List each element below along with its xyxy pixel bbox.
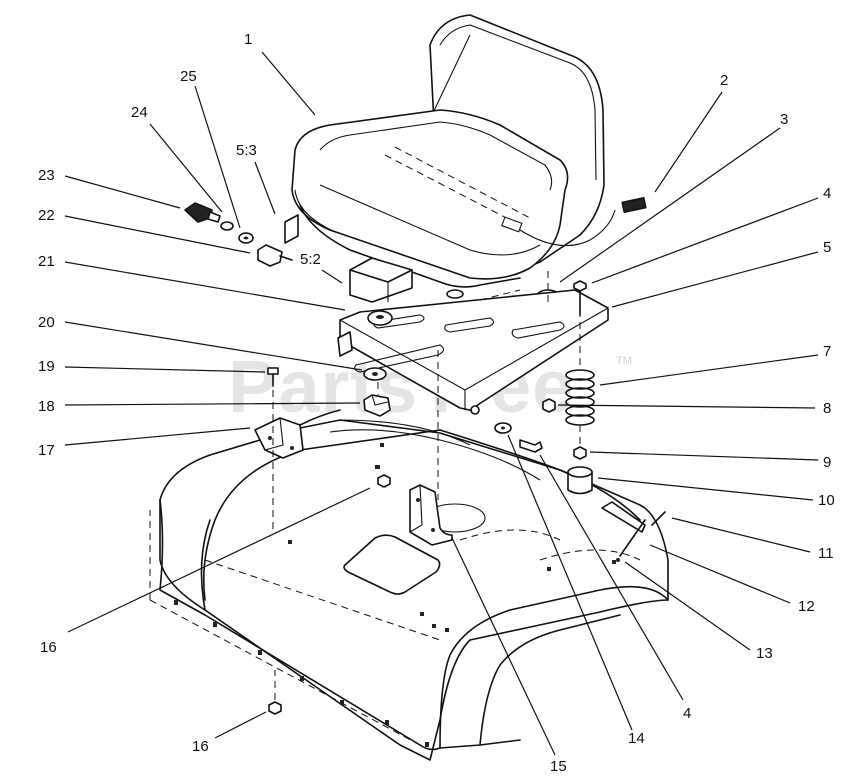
leader-lines <box>64 51 819 756</box>
callout-9: 9 <box>823 454 831 471</box>
seat-plate <box>337 268 609 500</box>
callout-22: 22 <box>38 207 55 224</box>
callout-4-bottom: 4 <box>683 705 691 722</box>
callout-21: 21 <box>38 253 55 270</box>
callouts: 1 2 3 4 5 7 8 9 10 11 12 13 4 14 15 16 1… <box>38 31 835 775</box>
callout-11: 11 <box>818 545 834 562</box>
bracket-17 <box>254 409 341 459</box>
callout-2: 2 <box>720 72 728 89</box>
callout-8: 8 <box>823 400 831 417</box>
callout-3: 3 <box>780 111 788 128</box>
callout-5-2: 5:2 <box>300 251 321 268</box>
callout-7: 7 <box>823 343 831 360</box>
callout-20: 20 <box>38 314 55 331</box>
hardware <box>267 280 666 715</box>
callout-14: 14 <box>628 730 645 747</box>
callout-17: 17 <box>38 442 55 459</box>
callout-5-3: 5:3 <box>236 142 257 159</box>
callout-4-top: 4 <box>823 185 831 202</box>
callout-10: 10 <box>818 492 835 509</box>
callout-12: 12 <box>798 598 815 615</box>
callout-16-top: 16 <box>40 639 57 656</box>
callout-5: 5 <box>823 239 831 256</box>
seat <box>291 14 647 303</box>
callout-23: 23 <box>38 167 55 184</box>
callout-25: 25 <box>180 68 197 85</box>
callout-13: 13 <box>756 645 773 662</box>
callout-15: 15 <box>550 758 567 775</box>
fender-body <box>149 419 669 761</box>
callout-16-bottom: 16 <box>192 738 209 755</box>
watermark-tm: TM <box>616 355 632 367</box>
callout-1: 1 <box>244 31 252 48</box>
spring-stack <box>565 310 595 495</box>
switch-hardware <box>184 202 413 303</box>
callout-19: 19 <box>38 358 55 375</box>
callout-24: 24 <box>131 104 148 121</box>
callout-18: 18 <box>38 398 55 415</box>
